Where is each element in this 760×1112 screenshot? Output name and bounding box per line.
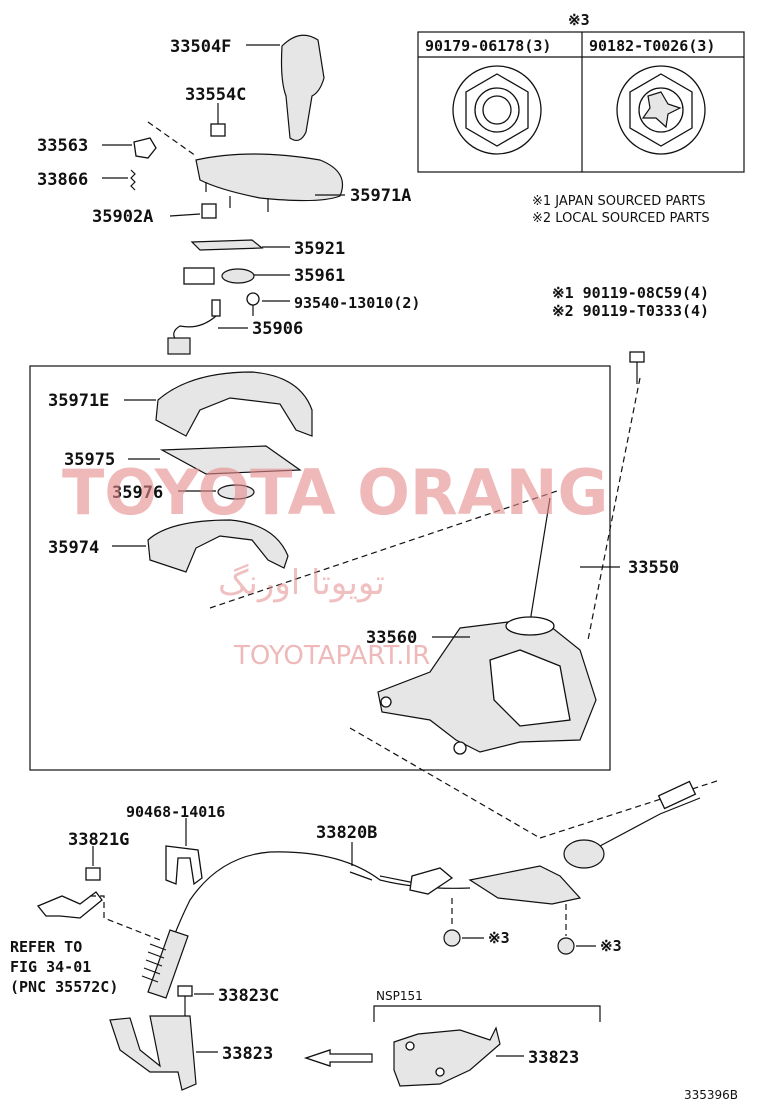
refer-line-3: (PNC 35572C) (10, 978, 118, 996)
cable-bracket-icon (36, 891, 103, 919)
flange-nut-small-icon (443, 929, 461, 947)
cable-nut-icon (85, 867, 101, 881)
nut-ref-1: ※3 (488, 929, 510, 947)
spring-icon (130, 169, 136, 191)
label-33821G: 33821G (68, 830, 129, 850)
indicator-lamp-icon (183, 267, 255, 285)
note-local: ※2 LOCAL SOURCED PARTS (532, 211, 710, 226)
note-japan: ※1 JAPAN SOURCED PARTS (532, 194, 706, 209)
cable-bracket-left-icon (109, 1015, 197, 1091)
label-35975: 35975 (64, 450, 115, 470)
label-93540-13010: 93540-13010(2) (294, 294, 420, 312)
mounting-bolt-icon (629, 351, 645, 384)
bolt-local-label: ※2 90119-T0333(4) (552, 302, 709, 320)
label-35974: 35974 (48, 538, 99, 558)
lamp-wire-icon (167, 299, 221, 355)
label-35906: 35906 (252, 319, 303, 339)
nut-ref-2: ※3 (600, 937, 622, 955)
label-33823-left: 33823 (222, 1044, 273, 1064)
label-35902A: 35902A (92, 207, 153, 227)
flange-nut-icon (616, 65, 706, 155)
knob-clip-icon (210, 123, 226, 137)
nut-table: ※3 90179-06178(3) 90182-T0026(3) (417, 11, 745, 173)
nsp-bracket: NSP151 33823 (373, 989, 601, 1087)
indicator-cover-icon (155, 371, 313, 437)
position-plate-icon (190, 239, 264, 251)
bolt-japan-label: ※1 90119-08C59(4) (552, 284, 709, 302)
label-33823C: 33823C (218, 986, 279, 1006)
label-33560: 33560 (366, 628, 417, 648)
cable-clip-icon (165, 845, 203, 886)
label-33504F: 33504F (170, 37, 231, 57)
label-nsp151: NSP151 (376, 989, 423, 1003)
refer-line-2: FIG 34-01 (10, 958, 91, 976)
indicator-bezel-icon (195, 153, 344, 212)
lever-cap-icon (133, 137, 157, 159)
watermark-persian: تویوتا اورنگ (218, 563, 385, 603)
label-33823-right: 33823 (528, 1048, 579, 1068)
label-35971A: 35971A (350, 186, 411, 206)
indicator-housing-icon (147, 519, 289, 573)
label-33554C: 33554C (185, 85, 246, 105)
label-33550: 33550 (628, 558, 679, 578)
watermark-url: TOYOTAPART.IR (233, 641, 430, 671)
indicator-sheet-icon (159, 445, 302, 475)
refer-line-1: REFER TO (10, 938, 82, 956)
nut-col1-label: 90179-06178(3) (425, 37, 551, 55)
label-35971E: 35971E (48, 391, 109, 411)
shift-lever-base-icon (377, 497, 597, 755)
label-35976: 35976 (112, 483, 163, 503)
figure-id: 335396B (684, 1088, 738, 1102)
bracket-bolt-icon (177, 985, 193, 1016)
cable-bracket-right-icon (393, 1026, 501, 1087)
shift-knob-icon (280, 34, 325, 142)
nut-table-mark: ※3 (568, 11, 590, 29)
hex-nut-icon (452, 65, 542, 155)
label-35921: 35921 (294, 239, 345, 259)
label-33866: 33866 (37, 170, 88, 190)
assembly-box (29, 365, 611, 771)
label-90468-14016: 90468-14016 (126, 803, 225, 821)
flange-nut-small-icon-2 (557, 937, 575, 955)
shift-cable-icon (141, 780, 701, 999)
screw-icon (246, 292, 260, 316)
label-33563: 33563 (37, 136, 88, 156)
label-33820B: 33820B (316, 823, 377, 843)
bezel-clip-icon (201, 203, 217, 219)
lens-icon (217, 484, 255, 500)
label-35961: 35961 (294, 266, 345, 286)
nut-col2-label: 90182-T0026(3) (589, 37, 715, 55)
watermark-brand: TOYOTA ORANG (62, 456, 608, 529)
